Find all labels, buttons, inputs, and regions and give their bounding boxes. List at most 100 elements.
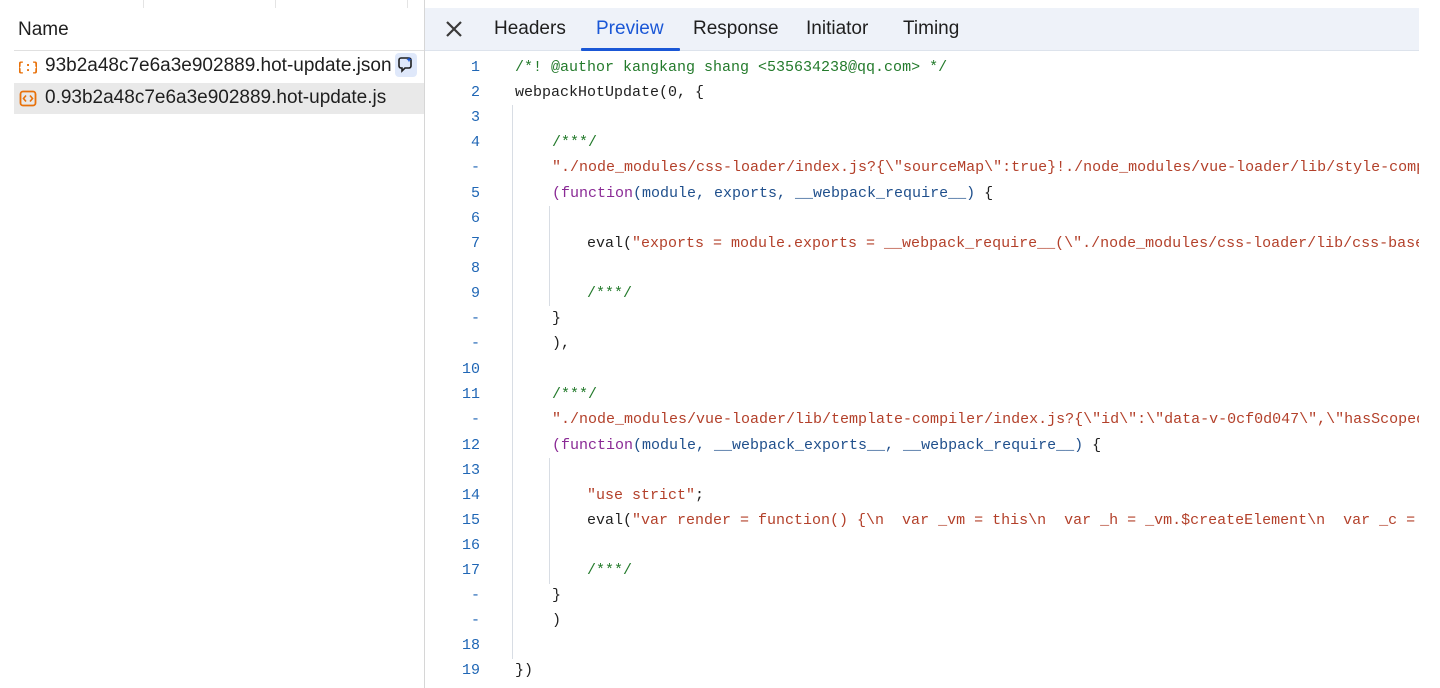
tab-initiator[interactable]: Initiator xyxy=(806,18,869,39)
code-line: - "./node_modules/css-loader/index.js?{\… xyxy=(425,157,1419,182)
code-text: ) xyxy=(552,612,562,629)
code-line: 1 /*! @author kangkang shang <535634238@… xyxy=(425,57,1419,82)
tab-timing[interactable]: Timing xyxy=(903,18,960,39)
line-number: - xyxy=(470,587,480,604)
name-column-header[interactable]: Name xyxy=(18,19,69,40)
code-text: (function(module, exports, __webpack_req… xyxy=(552,185,993,202)
code-line: 7 eval("exports = module.exports = __web… xyxy=(425,233,1419,258)
line-number: 12 xyxy=(461,437,480,454)
code-text: }) xyxy=(515,662,534,679)
code-line: 19 }) xyxy=(425,660,1419,685)
code-string: "exports = module.exports = __webpack_re… xyxy=(632,235,1419,252)
code-text: } xyxy=(552,310,562,327)
code-line: - ) xyxy=(425,610,1419,635)
code-text: /*! @author kangkang shang <535634238@qq… xyxy=(515,59,948,76)
code-line: 2 webpackHotUpdate(0, { xyxy=(425,82,1419,107)
line-number: 13 xyxy=(461,462,480,479)
request-detail-panel: Headers Preview Response Initiator Timin… xyxy=(425,0,1440,688)
line-number: 6 xyxy=(470,210,480,227)
code-string: "var render = function() {\n var _vm = t… xyxy=(632,512,1419,529)
code-line: 16 xyxy=(425,535,1419,560)
code-text: (function(module, __webpack_exports__, _… xyxy=(552,437,1101,454)
request-name[interactable]: 0.93b2a48c7e6a3e902889.hot-update.js xyxy=(45,87,387,108)
detail-tab-bar: Headers Preview Response Initiator Timin… xyxy=(425,8,1419,51)
code-keyword: (function xyxy=(552,437,634,454)
tab-preview[interactable]: Preview xyxy=(596,18,664,39)
code-text: "use strict"; xyxy=(587,487,704,504)
code-line: 17 /***/ xyxy=(425,560,1419,585)
code-line: - ), xyxy=(425,333,1419,358)
indent-guide xyxy=(549,458,550,584)
request-name[interactable]: 93b2a48c7e6a3e902889.hot-update.json xyxy=(45,55,392,76)
code-tail: ; xyxy=(695,487,705,504)
line-number: 14 xyxy=(461,487,480,504)
code-line: 9 /***/ xyxy=(425,283,1419,308)
code-text: webpackHotUpdate(0, { xyxy=(515,84,705,101)
line-number: 1 xyxy=(470,59,480,76)
line-number: - xyxy=(470,159,480,176)
active-tab-indicator xyxy=(581,48,680,51)
line-number: 8 xyxy=(470,260,480,277)
code-line: 12 (function(module, __webpack_exports__… xyxy=(425,435,1419,460)
line-number: - xyxy=(470,411,480,428)
code-line: 11 /***/ xyxy=(425,384,1419,409)
code-line: - } xyxy=(425,585,1419,610)
indent-guide xyxy=(512,105,513,659)
line-number: - xyxy=(470,310,480,327)
code-tail: { xyxy=(1083,437,1102,454)
svg-text:{:}: {:} xyxy=(19,60,37,75)
line-number: 5 xyxy=(470,185,480,202)
line-number: 17 xyxy=(461,562,480,579)
code-tail: { xyxy=(975,185,994,202)
code-line: 5 (function(module, exports, __webpack_r… xyxy=(425,183,1419,208)
code-line: 14 "use strict"; xyxy=(425,485,1419,510)
code-line: 15 eval("var render = function() {\n var… xyxy=(425,510,1419,535)
code-line: 3 xyxy=(425,107,1419,132)
line-number: 15 xyxy=(461,512,480,529)
preview-code-view[interactable]: 1 /*! @author kangkang shang <535634238@… xyxy=(425,51,1419,688)
request-list-panel: Name {:} 93b2a48c7e6a3e902889.hot-update… xyxy=(0,0,425,688)
request-row[interactable]: {:} 93b2a48c7e6a3e902889.hot-update.json xyxy=(14,51,424,82)
code-text: /***/ xyxy=(587,562,633,579)
code-line: 8 xyxy=(425,258,1419,283)
code-text: eval("exports = module.exports = __webpa… xyxy=(587,235,1419,252)
code-text: ), xyxy=(552,335,571,352)
column-resize-ticks xyxy=(0,0,424,8)
request-list-header[interactable]: Name xyxy=(14,8,424,51)
line-number: 10 xyxy=(461,361,480,378)
code-text: } xyxy=(552,587,562,604)
code-line: 18 xyxy=(425,635,1419,660)
line-number: 16 xyxy=(461,537,480,554)
line-number: 3 xyxy=(470,109,480,126)
line-number: 2 xyxy=(470,84,480,101)
code-call: eval( xyxy=(587,235,633,252)
json-file-icon: {:} xyxy=(19,60,37,75)
code-params: (module, exports, __webpack_require__) xyxy=(633,185,976,202)
code-line: 4 /***/ xyxy=(425,132,1419,157)
close-icon[interactable] xyxy=(445,20,463,38)
indent-guide xyxy=(549,206,550,306)
code-string: "use strict" xyxy=(587,487,696,504)
ai-assist-icon[interactable] xyxy=(395,53,417,77)
code-text: "./node_modules/css-loader/index.js?{\"s… xyxy=(552,159,1419,176)
tab-headers[interactable]: Headers xyxy=(494,18,566,39)
line-number: - xyxy=(470,612,480,629)
code-text: /***/ xyxy=(587,285,633,302)
code-line: - "./node_modules/vue-loader/lib/templat… xyxy=(425,409,1419,434)
request-row-selected[interactable]: 0.93b2a48c7e6a3e902889.hot-update.js xyxy=(14,83,424,114)
line-number: 4 xyxy=(470,134,480,151)
code-text: eval("var render = function() {\n var _v… xyxy=(587,512,1419,529)
code-line: - } xyxy=(425,308,1419,333)
line-number: - xyxy=(470,335,480,352)
code-keyword: (function xyxy=(552,185,634,202)
code-params: (module, __webpack_exports__, __webpack_… xyxy=(633,437,1084,454)
code-call: eval( xyxy=(587,512,633,529)
code-text: /***/ xyxy=(552,386,598,403)
code-text: /***/ xyxy=(552,134,598,151)
code-line: 13 xyxy=(425,460,1419,485)
line-number: 9 xyxy=(470,285,480,302)
line-number: 7 xyxy=(470,235,480,252)
code-text: "./node_modules/vue-loader/lib/template-… xyxy=(552,411,1419,428)
line-number: 11 xyxy=(461,386,480,403)
tab-response[interactable]: Response xyxy=(693,18,779,39)
